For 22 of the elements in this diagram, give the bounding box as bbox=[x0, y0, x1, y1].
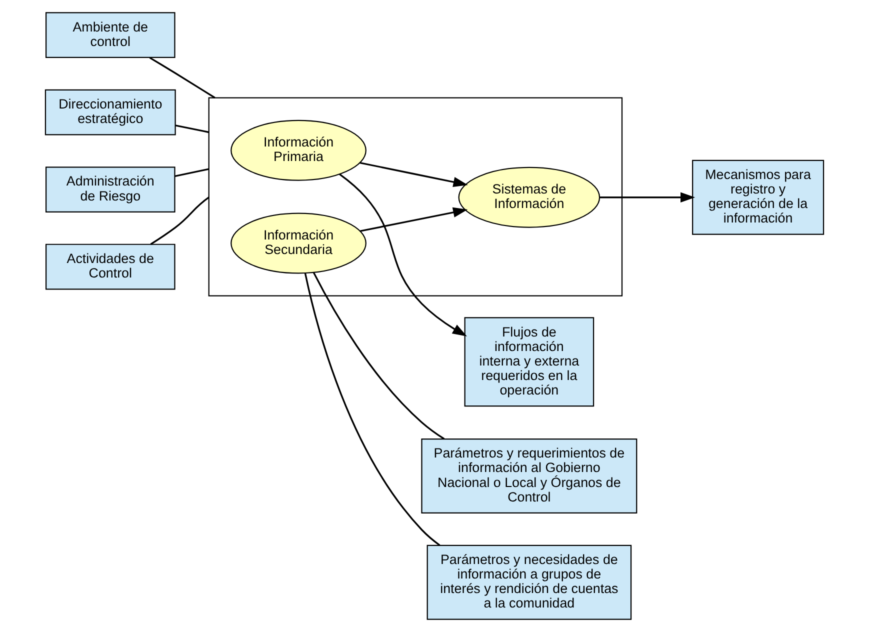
node-box: Direccionamiento estratégico bbox=[44, 89, 176, 136]
arrow bbox=[600, 192, 696, 202]
arrow bbox=[360, 207, 468, 232]
node-ellipse: Información Secundaria bbox=[230, 212, 366, 274]
node-ellipse: Sistemas de Información bbox=[458, 166, 600, 228]
arrow bbox=[339, 174, 467, 336]
node-ellipse: Información Primaria bbox=[230, 120, 366, 181]
node-box: Mecanismos para registro y generación de la información bbox=[692, 160, 824, 235]
connector bbox=[304, 273, 440, 546]
node-box: Actividades de Control bbox=[45, 244, 176, 290]
connector bbox=[175, 124, 210, 134]
arrow bbox=[360, 162, 468, 188]
node-box: Ambiente de control bbox=[45, 12, 176, 58]
node-box: Administración de Riesgo bbox=[45, 166, 176, 212]
node-box: Parámetros y necesidades de información a grupos de interés y rendición de cuentas a la comunidad bbox=[426, 544, 632, 620]
connector bbox=[149, 56, 216, 98]
node-box: Flujos de información interna y externa requeridos en la operación bbox=[464, 317, 594, 407]
connector bbox=[312, 272, 445, 440]
connector bbox=[150, 196, 210, 245]
cluster bbox=[208, 97, 623, 296]
node-box: Parámetros y requerimientos de información al Gobierno Nacional o Local y Órganos de Control bbox=[421, 438, 638, 514]
connector bbox=[174, 168, 210, 177]
